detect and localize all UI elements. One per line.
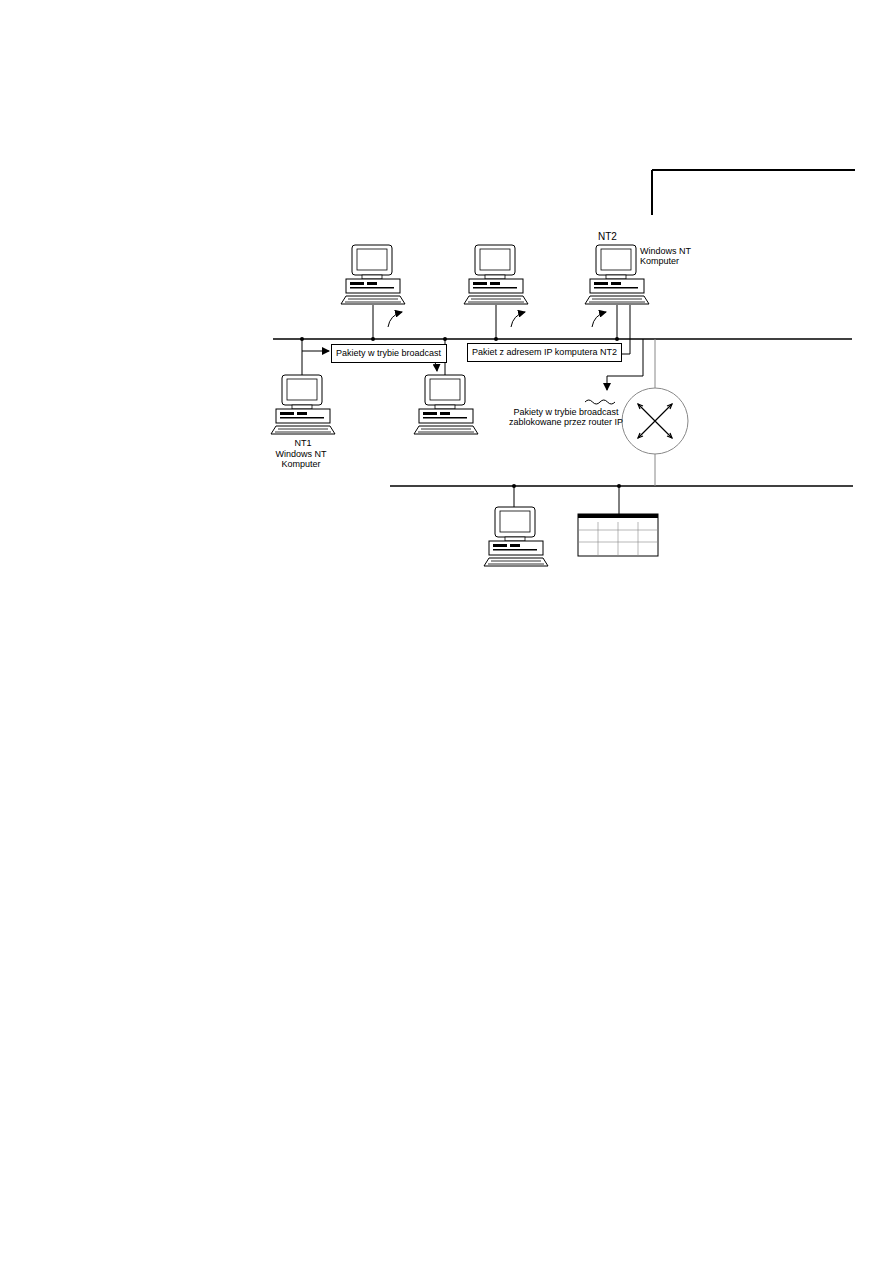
box-text: Pakiety w trybie broadcast xyxy=(336,348,442,359)
computer-label: Windows NT Komputer xyxy=(640,246,702,266)
computer-label: NT2 xyxy=(598,232,638,242)
router-note: Pakiety w trybie broadcast zablokowane p… xyxy=(505,407,627,427)
packet-box: Pakiety w trybie broadcast xyxy=(331,344,447,363)
packet-box: Pakiet z adresem IP komputera NT2 xyxy=(467,343,622,362)
computer-label: Windows NT Komputer xyxy=(268,449,334,469)
box-text: Pakiet z adresem IP komputera NT2 xyxy=(472,347,617,358)
computer-label: NT1 xyxy=(286,438,320,448)
